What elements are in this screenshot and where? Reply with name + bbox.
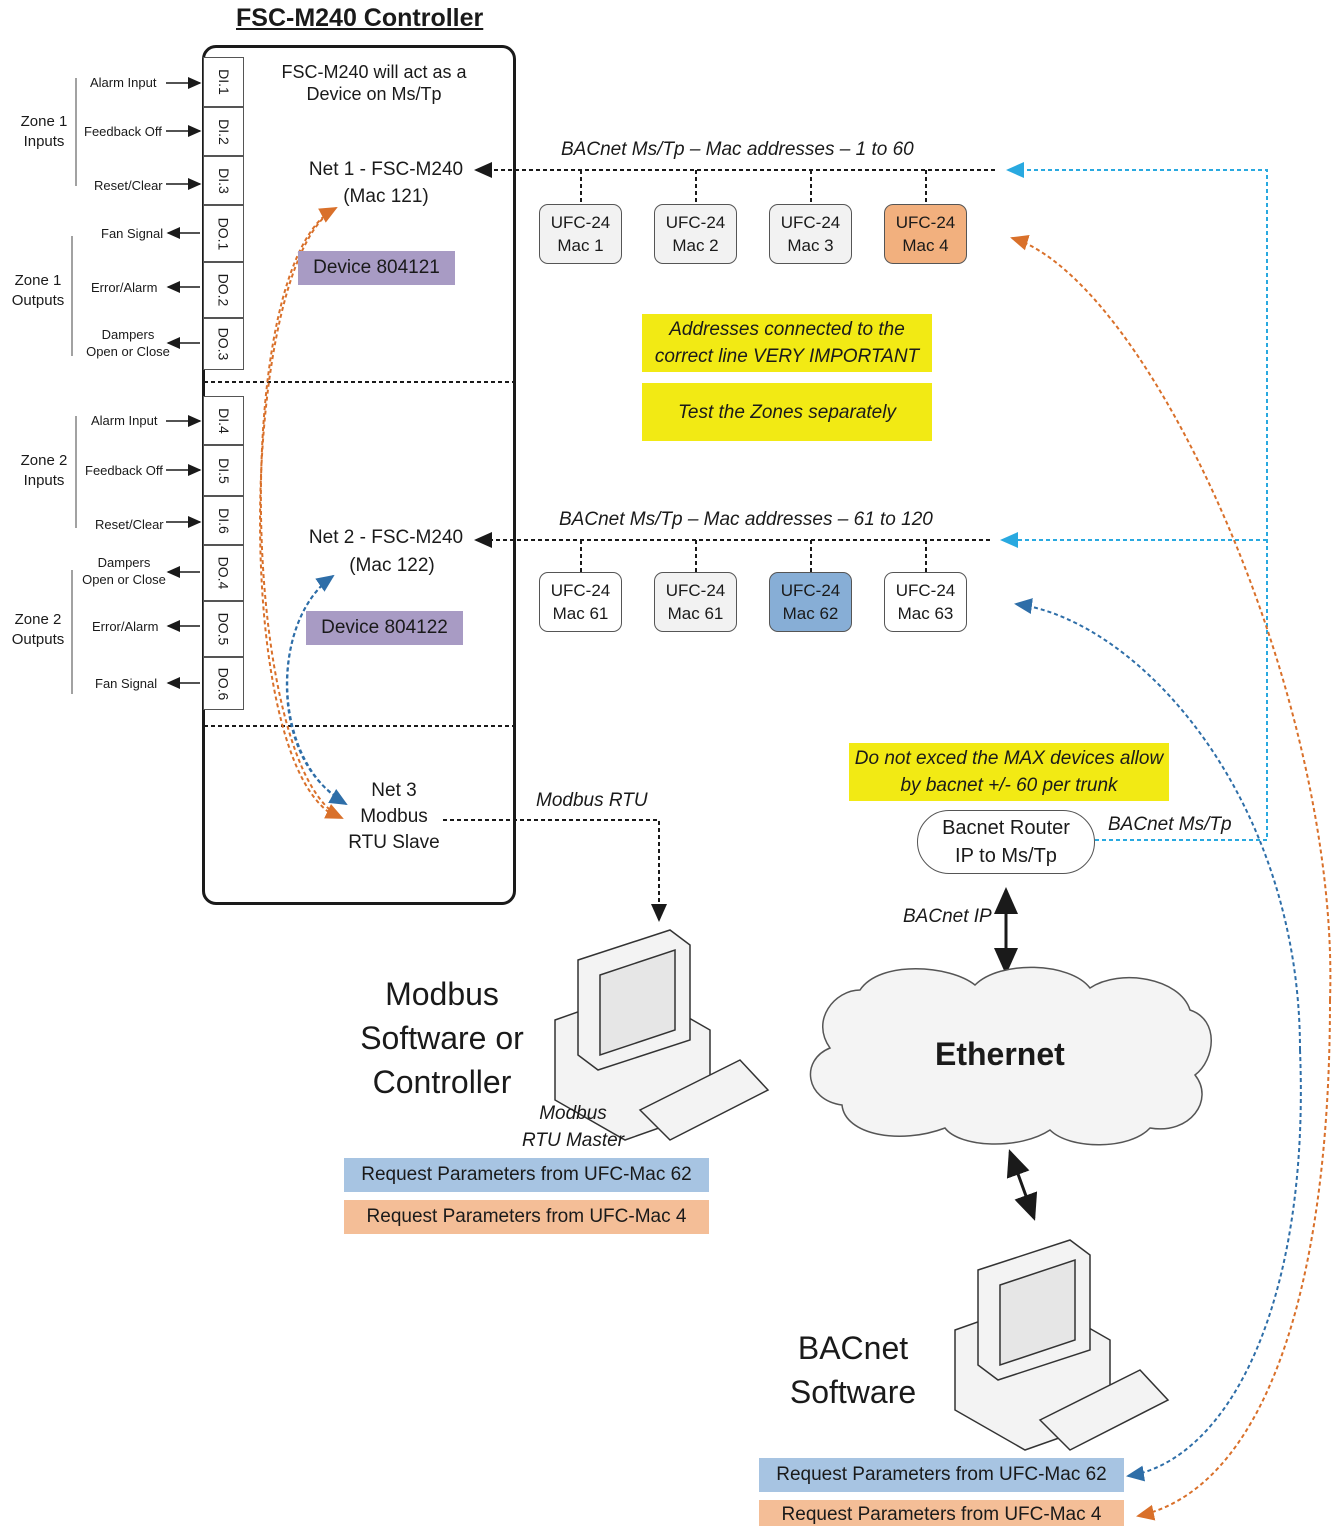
note-max-devices: Do not exced the MAX devices allow by ba… [849,743,1169,801]
trunk-1-line [474,162,995,204]
terminal-di5: DI.5 [203,445,244,496]
net3-label: Net 3 Modbus RTU Slave [348,780,440,853]
terminal-do3: DO.3 [203,318,244,370]
modbus-request-mac4: Request Parameters from UFC-Mac 4 [344,1200,709,1234]
ethernet-links [994,887,1038,1221]
trunk2-label: BACnet Ms/Tp – Mac addresses – 61 to 120 [559,509,933,530]
terminal-di2: DI.2 [203,107,244,156]
terminal-do1: DO.1 [203,205,244,262]
ethernet-label: Ethernet [935,1036,1065,1072]
io-label-di4: Alarm Input [91,413,158,428]
io-label-di1: Alarm Input [90,75,157,90]
device-804122: Device 804122 [306,611,463,645]
modbus-request-mac62: Request Parameters from UFC-Mac 62 [344,1158,709,1192]
zone2-outputs-label: Zone 2 Outputs [11,611,65,648]
bacnet-computer-icon [954,1239,1170,1451]
blue-request-path [285,574,1302,1482]
ethernet-cloud [809,966,1212,1146]
terminal-di3: DI.3 [203,156,244,205]
terminal-di6: DI.6 [203,496,244,545]
terminal-do6: DO.6 [203,657,244,710]
io-label-do3: Dampers Open or Close [86,327,170,359]
diagram-title: FSC-M240 Controller [236,4,484,32]
zone-brackets [71,78,77,694]
io-label-do2: Error/Alarm [91,280,158,295]
router-mstp-lines [1000,162,1268,841]
terminal-do4: DO.4 [203,545,244,601]
terminal-do2: DO.2 [203,262,244,318]
trunk1-label: BACnet Ms/Tp – Mac addresses – 1 to 60 [561,139,914,160]
trunk-2-line [474,532,990,572]
bacnet-request-mac4: Request Parameters from UFC-Mac 4 [759,1500,1124,1526]
bacnet-ip-label: BACnet IP [903,906,992,927]
zone1-outputs-label: Zone 1 Outputs [11,272,65,309]
router-line2: IP to Ms/Tp [955,845,1057,867]
io-label-do6: Fan Signal [95,676,158,691]
io-arrows [166,77,202,689]
terminal-di4: DI.4 [203,396,244,445]
controller-note: FSC-M240 will act as a Device on Ms/Tp [281,62,467,104]
net2-label: Net 2 - FSC-M240 [308,527,464,548]
terminal-do5: DO.5 [203,601,244,657]
io-label-do4: Dampers Open or Close [82,555,166,587]
io-label-di3: Reset/Clear [94,178,163,193]
io-label-do5: Error/Alarm [92,619,159,634]
bacnet-request-mac62: Request Parameters from UFC-Mac 62 [759,1458,1124,1492]
modbus-rtu-label: Modbus RTU [536,790,648,811]
io-label-di5: Feedback Off [85,463,163,478]
terminal-di1: DI.1 [203,57,244,107]
net2-mac: (Mac 122) [349,555,435,576]
device-804121: Device 804121 [298,251,455,285]
zone1-inputs-label: Zone 1 Inputs [20,113,68,150]
io-label-di6: Reset/Clear [95,517,164,532]
bacnet-router: Bacnet Router IP to Ms/Tp [917,810,1095,874]
io-label-di2: Feedback Off [84,124,162,139]
router-mstp-label: BACnet Ms/Tp [1108,814,1232,835]
zone2-inputs-label: Zone 2 Inputs [20,452,68,489]
net1-label: Net 1 - FSC-M240 [308,159,464,180]
modbus-computer-icon [554,929,770,1141]
router-line1: Bacnet Router [942,817,1070,839]
note-test-zones: Test the Zones separately [642,383,932,441]
io-label-do1: Fan Signal [101,226,164,241]
net1-mac: (Mac 121) [343,186,429,207]
note-addresses: Addresses connected to the correct line … [642,314,932,372]
